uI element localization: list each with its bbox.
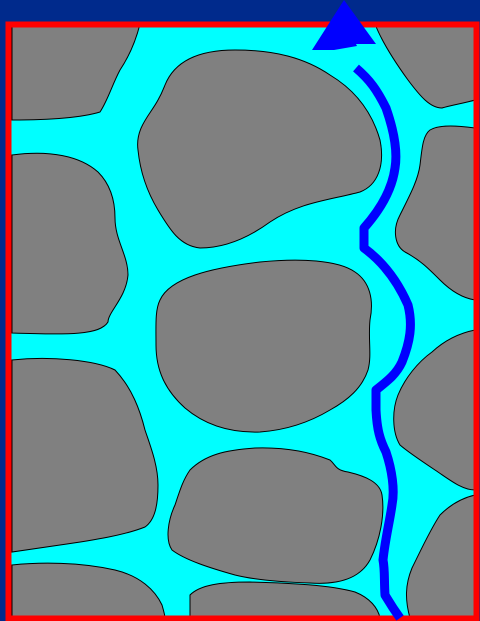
pore-flow-diagram: [0, 0, 480, 621]
diagram-canvas: [0, 0, 480, 621]
